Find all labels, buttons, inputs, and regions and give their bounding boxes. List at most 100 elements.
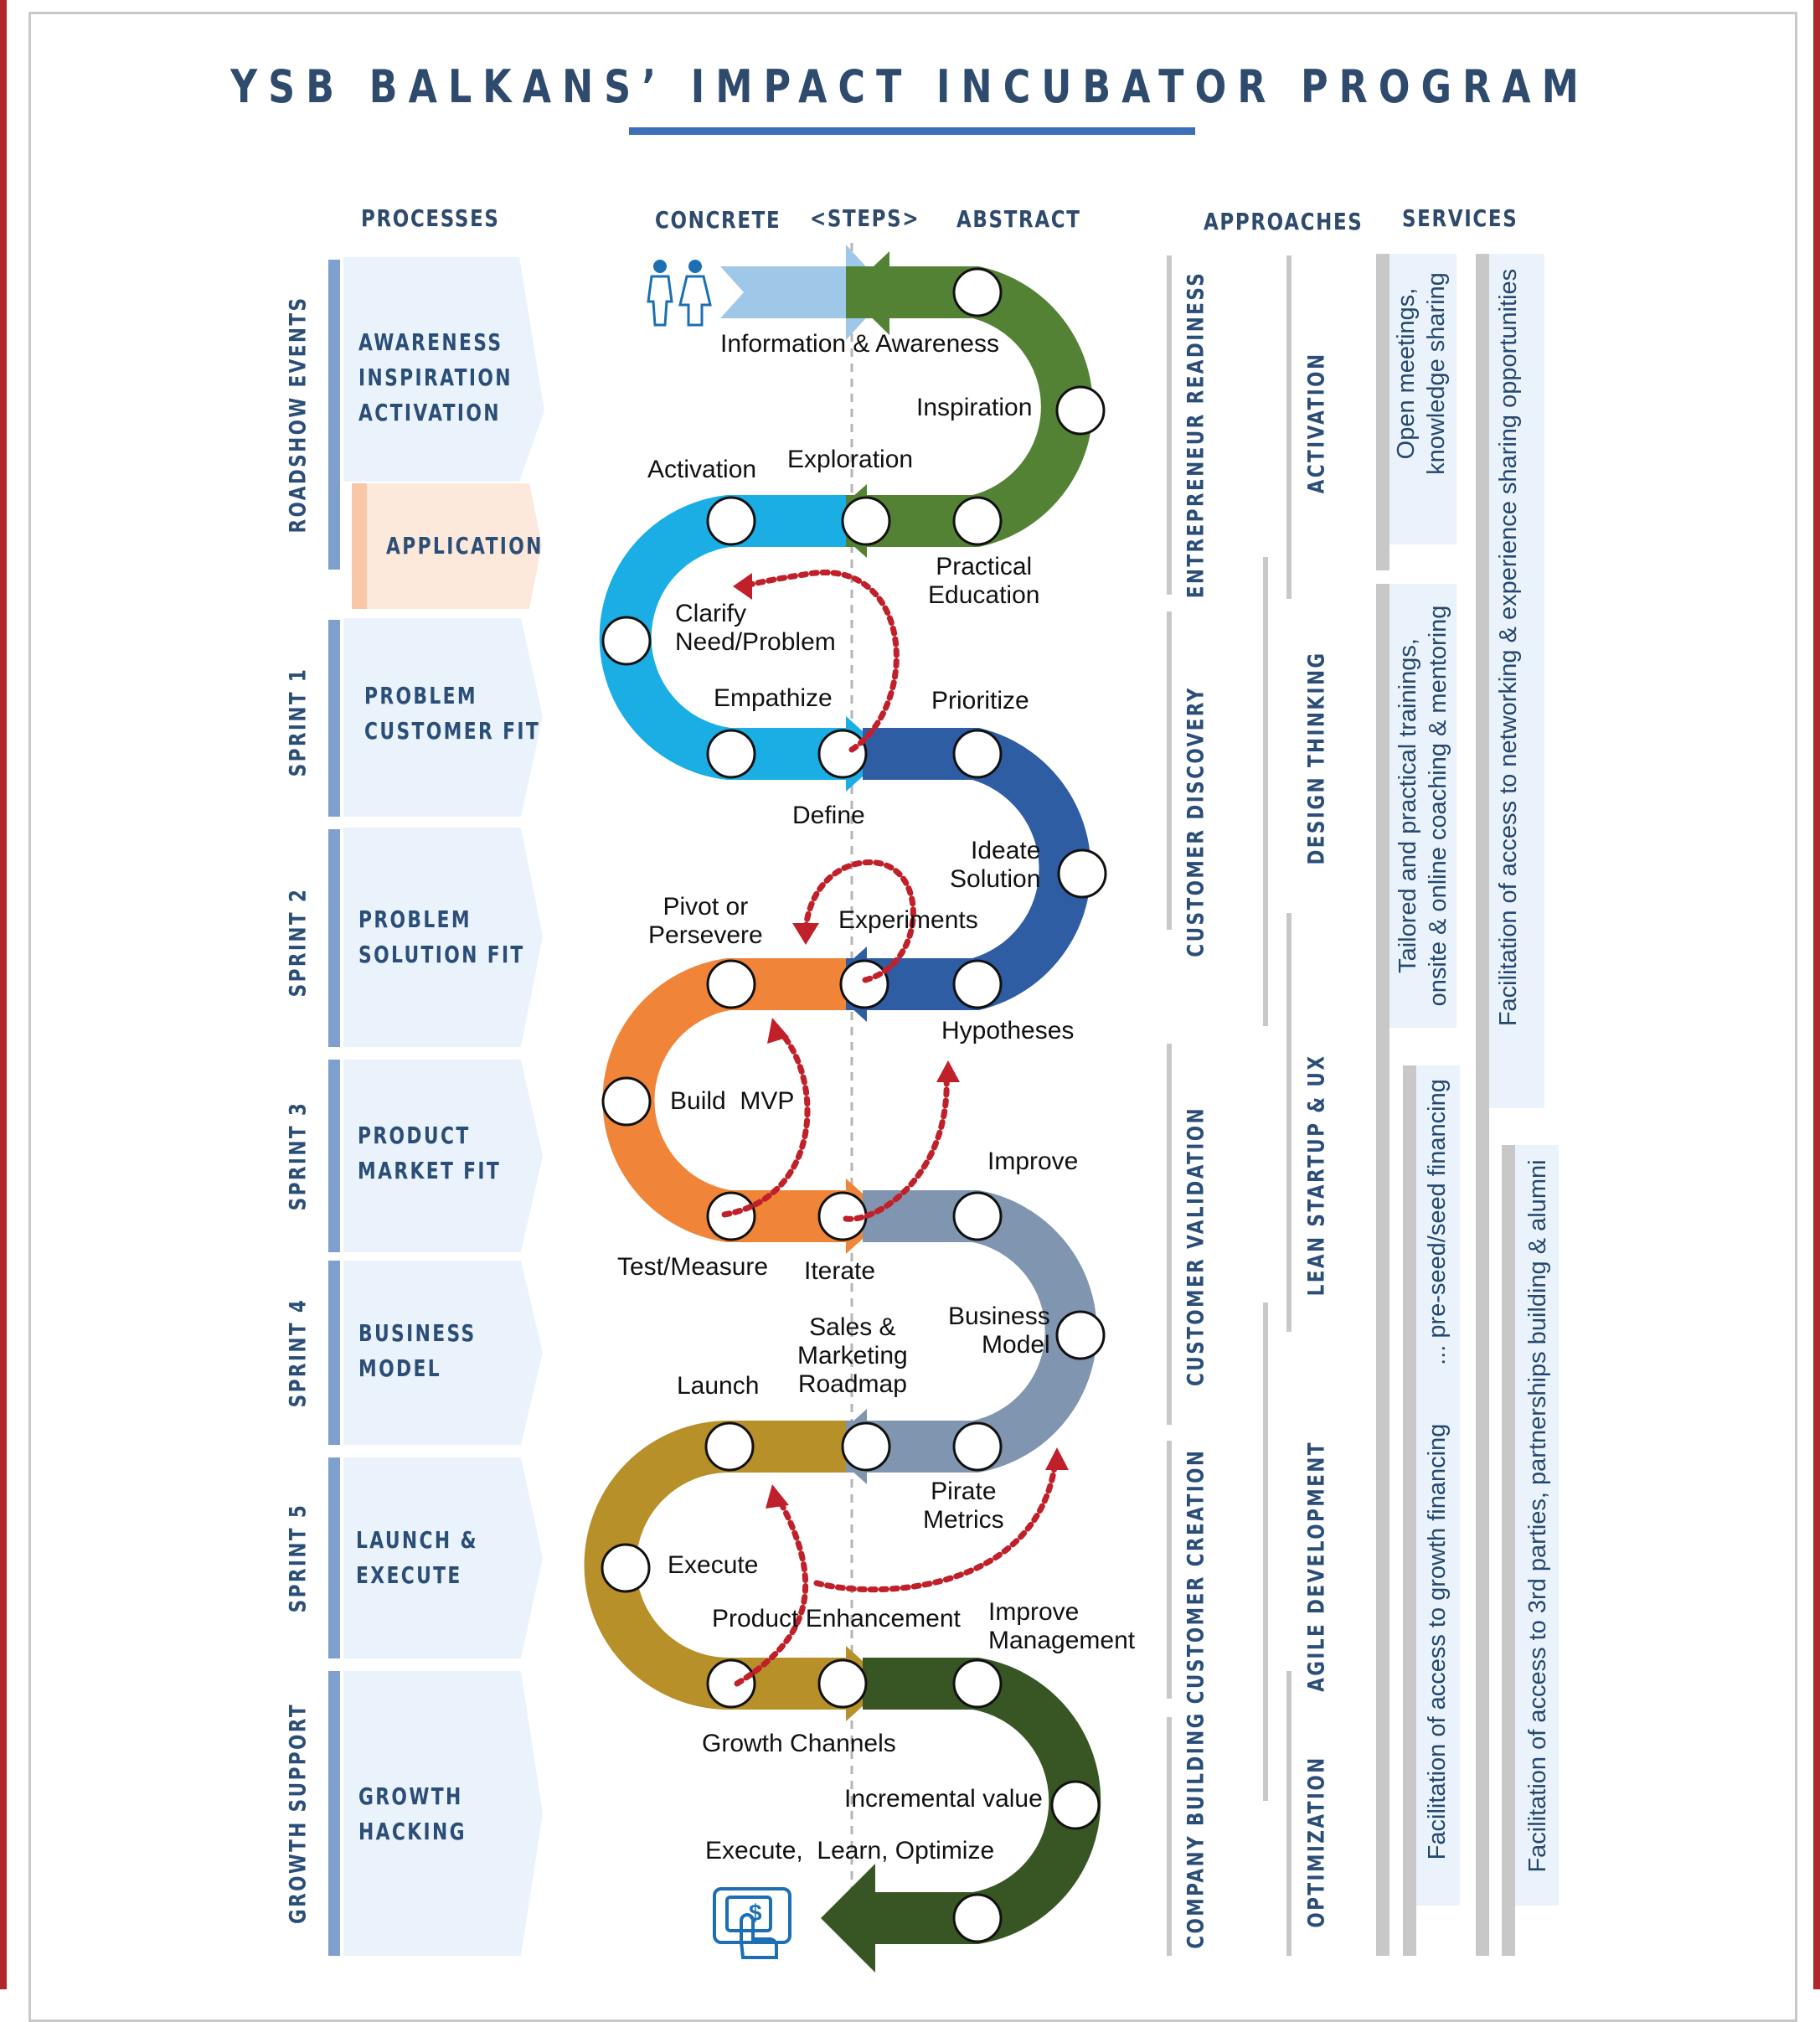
step-circle: [601, 1543, 651, 1593]
service-bar: [1376, 254, 1389, 570]
service-growth-financing: Facilitation of access to growth financi…: [1424, 1423, 1451, 1860]
step-label: Define: [792, 802, 865, 829]
process-problem-solution-fit: PROBLEM SOLUTION FIT: [358, 905, 525, 968]
title-underline: [629, 127, 1195, 135]
approach-bar: [1263, 1302, 1268, 1801]
step-label: Iterate: [804, 1257, 876, 1285]
step-circle: [601, 616, 652, 666]
step-circle: [952, 959, 1003, 1009]
payment-tablet-icon: [713, 1887, 791, 1959]
header-processes: PROCESSES: [361, 204, 500, 232]
step-label: Growth Channels: [702, 1730, 896, 1757]
approach-customer-creation: CUSTOMER CREATION: [1183, 1448, 1209, 1705]
step-circle: [952, 496, 1003, 546]
approach-bar: [1167, 611, 1172, 930]
step-circle: [817, 1658, 868, 1709]
right-border-stripe: [1813, 0, 1820, 1989]
header-approaches: APPROACHES: [1204, 208, 1364, 235]
step-circle: [839, 959, 889, 1009]
approach-optimization: OPTIMIZATION: [1303, 1756, 1330, 1928]
service-panel: [1389, 254, 1457, 544]
step-circle: [952, 1658, 1003, 1709]
left-border-stripe: [0, 0, 7, 1989]
step-circle: [704, 1421, 755, 1472]
header-concrete: CONCRETE: [655, 206, 781, 234]
header-steps: <STEPS>: [810, 204, 920, 232]
process-chevron-sprint1: [343, 618, 543, 817]
process-launch-execute: LAUNCH & EXECUTE: [356, 1526, 478, 1589]
process-chevron-growth: [343, 1671, 543, 1956]
step-label: Incremental value: [844, 1785, 1043, 1813]
process-problem-customer-fit: PROBLEM CUSTOMER FIT: [364, 682, 541, 745]
step-circle: [706, 1191, 756, 1241]
approach-customer-discovery: CUSTOMER DISCOVERY: [1183, 686, 1209, 957]
green-arrow-head: [846, 251, 889, 335]
header-services: SERVICES: [1402, 204, 1518, 232]
step-circle: [706, 1658, 756, 1709]
service-3rd-parties: Facilitation of access to 3rd parties, p…: [1524, 1159, 1551, 1873]
step-label: Business Model: [948, 1302, 1050, 1359]
step-circle: [706, 959, 756, 1009]
approach-lean-startup: LEAN STARTUP & UX: [1303, 1054, 1330, 1297]
process-chevron-awareness: [343, 257, 544, 482]
process-growth-hacking: GROWTH HACKING: [358, 1782, 467, 1845]
process-chevron-sprint5: [343, 1457, 543, 1658]
process-chevron-application: [352, 483, 542, 609]
step-circle: [952, 1191, 1003, 1241]
step-label: Product Enhancement: [712, 1605, 961, 1633]
service-bar: [1403, 1065, 1416, 1956]
step-circle: [1050, 1780, 1101, 1830]
step-circle: [601, 1076, 652, 1127]
step-label: Pivot or Persevere: [648, 893, 763, 949]
step-label: Ideate Solution: [950, 837, 1041, 893]
step-label: Hypotheses: [941, 1017, 1075, 1045]
step-circle: [706, 496, 756, 546]
step-circle: [1057, 849, 1107, 899]
approach-bar: [1167, 1717, 1172, 1956]
approach-bar: [1167, 255, 1172, 595]
step-circles: [601, 267, 1107, 1943]
page-title: YSB BALKANS’ IMPACT INCUBATOR PROGRAM: [230, 60, 1590, 113]
process-chevron-sprint4: [343, 1261, 543, 1445]
feedback-arrow-iterate: [843, 1073, 950, 1222]
process-application: APPLICATION: [386, 532, 544, 560]
approach-bar: [1263, 557, 1268, 1026]
feedback-arrow-enhancement: [734, 1496, 809, 1687]
approach-agile-development: AGILE DEVELOPMENT: [1303, 1441, 1330, 1692]
step-circle: [706, 729, 756, 779]
step-circle: [952, 1893, 1003, 1943]
step-label: Clarify Need/Problem: [675, 600, 836, 656]
process-chevron-sprint2: [343, 828, 543, 1047]
step-circle: [817, 729, 868, 779]
phase-bar-sprint5: [328, 1457, 340, 1658]
feedback-arrow-experiments: [802, 859, 916, 983]
step-label: Inspiration: [916, 394, 1033, 421]
step-label: Information & Awareness: [720, 330, 999, 358]
step-circle: [841, 1421, 891, 1472]
step-circle: [952, 267, 1003, 317]
step-label: Empathize: [714, 684, 833, 712]
phase-bar-sprint4: [328, 1261, 340, 1445]
phase-bar-sprint3: [328, 1060, 340, 1252]
process-product-market-fit: PRODUCT MARKET FIT: [358, 1122, 502, 1184]
service-panel: [1515, 1145, 1559, 1906]
step-circle: [1055, 1310, 1106, 1360]
dollar-symbol: $: [749, 1900, 762, 1926]
phase-bar-sprint2: [328, 829, 340, 1047]
process-business-model: BUSINESS MODEL: [358, 1319, 477, 1382]
darkgreen-arrow-head: [821, 1864, 875, 1973]
step-label: Improve: [987, 1148, 1079, 1175]
service-bar: [1376, 584, 1389, 1956]
people-icon: [647, 260, 712, 327]
service-open-meetings: Open meetings, knowledge sharing: [1393, 272, 1450, 475]
step-label: Experiments: [838, 906, 978, 934]
approach-company-building: COMPANY BUILDING: [1183, 1711, 1209, 1949]
step-circle: [841, 496, 891, 546]
phase-bar-roadshow: [328, 260, 340, 570]
step-label: Launch: [677, 1372, 760, 1400]
feedback-arrowheads: [733, 573, 1069, 1509]
process-chevron-sprint3: [343, 1060, 543, 1252]
service-panel: [1416, 1065, 1460, 1906]
